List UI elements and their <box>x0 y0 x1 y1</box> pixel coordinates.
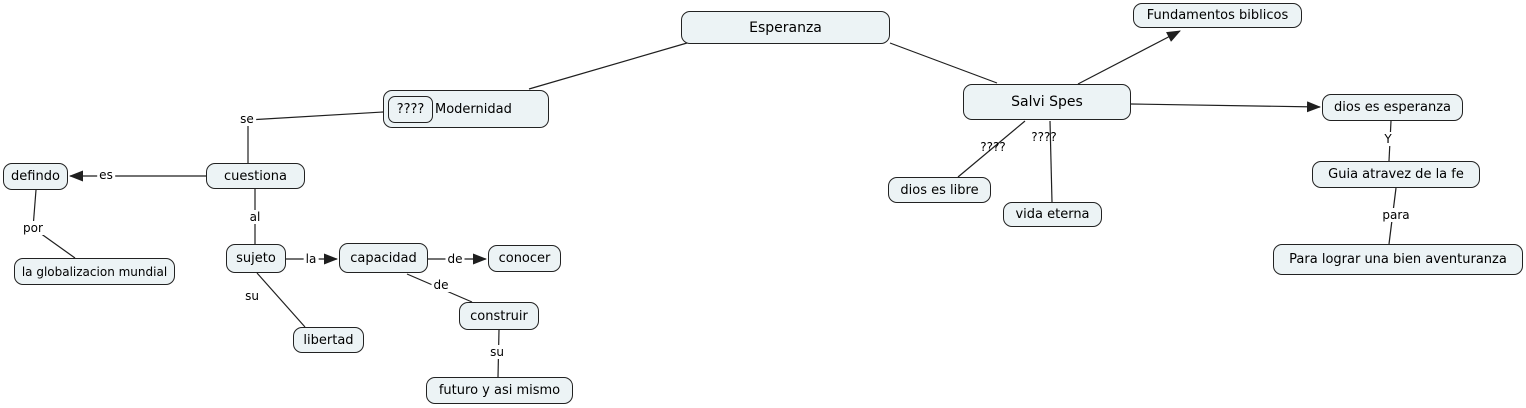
edge-salvi-fundamentos-arrow <box>1077 30 1181 85</box>
edge-salvi-dios-es-libre <box>957 120 1026 178</box>
edge-salvi-dios-es-esperanza-arrow <box>1130 101 1321 113</box>
edge-label-se[interactable]: se <box>238 112 256 126</box>
edge-salvi-vida-eterna <box>1049 120 1053 203</box>
node-modernidad[interactable]: ???? Modernidad <box>383 90 549 128</box>
node-cuestiona[interactable]: cuestiona <box>206 163 305 189</box>
edge-label-q-vida-eterna[interactable]: ???? <box>1031 130 1057 144</box>
edge-label-por[interactable]: por <box>21 221 45 235</box>
edge-label-de-conocer[interactable]: de <box>445 252 465 266</box>
node-dios-es-libre[interactable]: dios es libre <box>888 177 991 203</box>
node-sujeto[interactable]: sujeto <box>226 244 286 273</box>
edge-esperanza-modernidad <box>528 42 688 90</box>
edge-label-su-futuro[interactable]: su <box>488 345 506 359</box>
node-construir[interactable]: construir <box>459 302 539 330</box>
node-futuro-y-asi-mismo[interactable]: futuro y asi mismo <box>426 377 573 404</box>
node-fundamentos-biblicos[interactable]: Fundamentos biblicos <box>1133 3 1302 28</box>
node-modernidad-inner-box[interactable]: ???? <box>388 95 433 123</box>
node-capacidad[interactable]: capacidad <box>339 243 428 273</box>
node-salvi-spes[interactable]: Salvi Spes <box>963 84 1131 120</box>
node-la-globalizacion-mundial[interactable]: la globalizacion mundial <box>14 258 175 285</box>
node-defindo[interactable]: defindo <box>3 163 68 190</box>
edge-label-para[interactable]: para <box>1380 208 1412 222</box>
node-vida-eterna[interactable]: vida eterna <box>1003 202 1102 227</box>
node-modernidad-label: Modernidad <box>435 101 512 117</box>
edge-label-de-construir[interactable]: de <box>431 278 451 292</box>
edge-modernidad-se <box>247 111 384 121</box>
node-para-lograr-una-bien-aventuranza[interactable]: Para lograr una bien aventuranza <box>1273 244 1523 275</box>
node-esperanza[interactable]: Esperanza <box>681 11 890 44</box>
edge-label-la[interactable]: la <box>303 252 319 266</box>
node-libertad[interactable]: libertad <box>293 327 364 353</box>
edge-label-al[interactable]: al <box>247 210 263 224</box>
node-dios-es-esperanza[interactable]: dios es esperanza <box>1322 94 1463 121</box>
edge-label-su-libertad[interactable]: su <box>245 289 259 303</box>
edge-label-y[interactable]: Y <box>1382 132 1394 146</box>
node-conocer[interactable]: conocer <box>488 245 561 272</box>
edge-label-q-dios-es-libre[interactable]: ???? <box>980 140 1006 154</box>
edge-label-es[interactable]: es <box>97 168 115 182</box>
edge-esperanza-salvi <box>889 42 998 84</box>
node-guia-atravez-de-la-fe[interactable]: Guia atravez de la fe <box>1312 161 1480 188</box>
edge-sujeto-libertad <box>256 272 306 328</box>
